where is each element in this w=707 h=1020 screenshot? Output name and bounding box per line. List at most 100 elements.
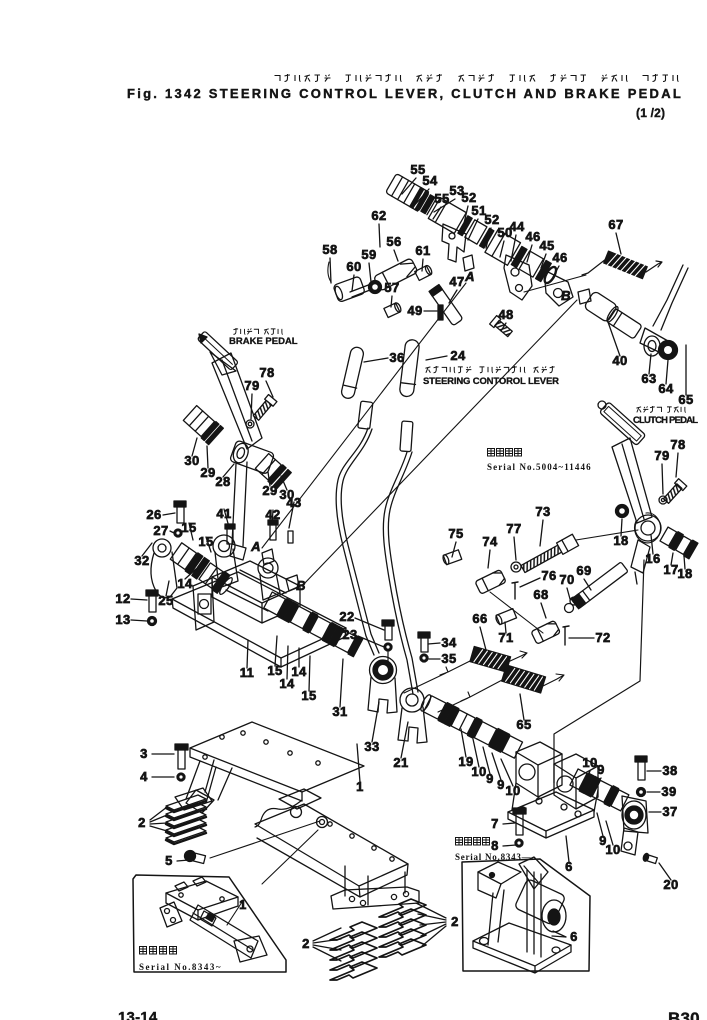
svg-text:A: A <box>464 269 475 284</box>
svg-text:18: 18 <box>613 533 628 548</box>
svg-text:(1 /2): (1 /2) <box>636 106 665 120</box>
svg-text:79: 79 <box>244 378 259 393</box>
svg-text:8: 8 <box>491 838 499 853</box>
svg-text:60: 60 <box>346 259 361 274</box>
svg-text:59: 59 <box>361 247 376 262</box>
svg-text:6: 6 <box>570 929 578 944</box>
svg-text:24: 24 <box>450 348 466 363</box>
svg-text:47: 47 <box>449 274 464 289</box>
svg-text:33: 33 <box>364 739 379 754</box>
svg-text:76: 76 <box>541 568 556 583</box>
svg-text:Fig. 1342 STEERING CONTROL LEV: Fig. 1342 STEERING CONTROL LEVER, CLUTCH… <box>127 86 681 101</box>
svg-text:2: 2 <box>302 936 310 951</box>
svg-text:4: 4 <box>140 769 148 784</box>
svg-text:66: 66 <box>472 611 487 626</box>
svg-text:18: 18 <box>677 566 692 581</box>
svg-text:55: 55 <box>410 162 425 177</box>
svg-text:72: 72 <box>595 630 610 645</box>
svg-text:Serial No.5004~11446: Serial No.5004~11446 <box>487 462 591 472</box>
svg-text:1: 1 <box>239 897 247 912</box>
svg-text:23: 23 <box>342 627 357 642</box>
svg-text:CLUTCH PEDAL: CLUTCH PEDAL <box>633 415 698 426</box>
svg-text:46: 46 <box>525 229 540 244</box>
svg-text:15: 15 <box>267 663 282 678</box>
svg-text:A: A <box>250 539 261 554</box>
svg-text:65: 65 <box>516 717 531 732</box>
svg-text:BRAKE PEDAL: BRAKE PEDAL <box>229 336 298 347</box>
svg-text:B: B <box>561 288 571 303</box>
svg-text:40: 40 <box>612 353 627 368</box>
svg-text:B30: B30 <box>668 1009 700 1020</box>
svg-text:29: 29 <box>200 465 215 480</box>
svg-text:STEERING CONTOROL LEVER: STEERING CONTOROL LEVER <box>423 376 559 387</box>
svg-text:35: 35 <box>441 651 456 666</box>
svg-text:71: 71 <box>498 630 513 645</box>
svg-text:B: B <box>296 578 306 593</box>
svg-text:36: 36 <box>389 350 404 365</box>
svg-text:52: 52 <box>484 212 499 227</box>
svg-text:3: 3 <box>140 746 148 761</box>
svg-text:70: 70 <box>559 572 574 587</box>
svg-text:13: 13 <box>115 612 130 627</box>
svg-text:41: 41 <box>216 506 231 521</box>
svg-text:73: 73 <box>535 504 550 519</box>
svg-text:21: 21 <box>393 755 408 770</box>
svg-text:57: 57 <box>384 280 399 295</box>
svg-text:28: 28 <box>215 474 230 489</box>
svg-text:19: 19 <box>458 754 473 769</box>
svg-text:Serial No.8343~: Serial No.8343~ <box>139 962 221 972</box>
svg-text:25: 25 <box>158 593 173 608</box>
svg-text:67: 67 <box>608 217 623 232</box>
svg-text:51: 51 <box>471 203 486 218</box>
svg-text:31: 31 <box>332 704 347 719</box>
svg-text:14: 14 <box>291 664 307 679</box>
svg-text:37: 37 <box>662 804 677 819</box>
svg-text:16: 16 <box>645 551 660 566</box>
svg-text:39: 39 <box>661 784 676 799</box>
svg-text:9: 9 <box>486 771 494 786</box>
svg-text:2: 2 <box>451 914 459 929</box>
svg-text:78: 78 <box>670 437 685 452</box>
svg-text:62: 62 <box>371 208 386 223</box>
svg-text:30: 30 <box>184 453 199 468</box>
svg-text:14: 14 <box>279 676 295 691</box>
svg-text:1: 1 <box>356 779 364 794</box>
svg-text:22: 22 <box>339 609 354 624</box>
svg-text:6: 6 <box>565 859 573 874</box>
svg-text:69: 69 <box>576 563 591 578</box>
svg-text:45: 45 <box>539 238 554 253</box>
svg-text:63: 63 <box>641 371 656 386</box>
svg-text:32: 32 <box>134 553 149 568</box>
svg-text:27: 27 <box>153 523 168 538</box>
svg-text:2: 2 <box>138 815 146 830</box>
svg-text:26: 26 <box>146 507 161 522</box>
svg-text:53: 53 <box>449 183 464 198</box>
svg-text:11: 11 <box>240 665 255 680</box>
svg-text:58: 58 <box>322 242 337 257</box>
svg-text:44: 44 <box>509 219 525 234</box>
svg-text:54: 54 <box>422 173 438 188</box>
svg-text:29: 29 <box>262 483 277 498</box>
svg-text:46: 46 <box>552 250 567 265</box>
svg-text:49: 49 <box>407 303 422 318</box>
svg-text:9: 9 <box>599 833 607 848</box>
svg-text:12: 12 <box>115 591 130 606</box>
svg-text:15: 15 <box>301 688 316 703</box>
svg-text:17: 17 <box>663 562 678 577</box>
svg-text:48: 48 <box>498 307 513 322</box>
svg-text:13-14: 13-14 <box>118 1009 158 1020</box>
svg-text:75: 75 <box>448 526 463 541</box>
svg-text:30: 30 <box>279 487 294 502</box>
svg-text:64: 64 <box>658 381 674 396</box>
svg-text:10: 10 <box>582 755 597 770</box>
svg-text:61: 61 <box>415 243 430 258</box>
svg-text:7: 7 <box>491 816 499 831</box>
svg-text:55: 55 <box>434 191 449 206</box>
svg-text:10: 10 <box>605 842 620 857</box>
svg-text:50: 50 <box>497 225 512 240</box>
svg-text:43: 43 <box>286 495 301 510</box>
svg-text:65: 65 <box>678 392 693 407</box>
svg-text:79: 79 <box>654 448 669 463</box>
svg-text:56: 56 <box>386 234 401 249</box>
svg-text:15: 15 <box>181 520 196 535</box>
